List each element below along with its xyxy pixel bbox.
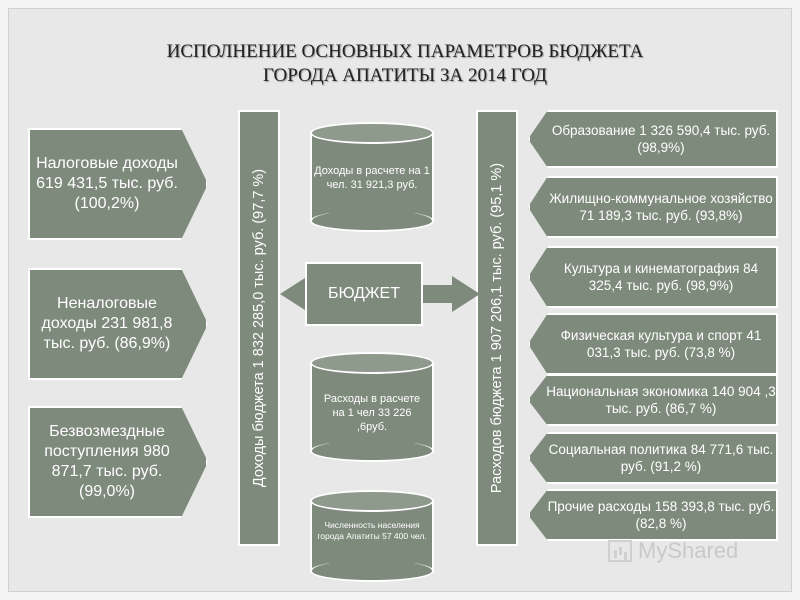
income-grants-text: Безвозмездные поступления 980 871,7 тыс.…	[44, 423, 170, 500]
expense-box-culture: Культура и кинематография 84 325,4 тыс. …	[528, 246, 778, 308]
income-nontax-text: Неналоговые доходы 231 981,8 тыс. руб. (…	[41, 295, 173, 352]
expense-total-bar: Расходов бюджета 1 907 206,1 тыс. руб. (…	[476, 110, 518, 546]
expense-other-text: Прочие расходы 158 393,8 тыс. руб. (82,8…	[547, 499, 775, 531]
expense-economy-text: Национальная экономика 140 904 ,3 тыс. р…	[546, 384, 776, 416]
expense-box-social: Социальная политика 84 771,6 тыс. руб. (…	[528, 432, 778, 484]
expense-box-other: Прочие расходы 158 393,8 тыс. руб. (82,8…	[528, 489, 778, 541]
title-line-2: ГОРОДА АПАТИТЫ ЗА 2014 ГОД	[263, 65, 547, 86]
watermark: MyShared	[608, 538, 738, 564]
expense-sport-text: Физическая культура и спорт 41 031,3 тыс…	[560, 328, 762, 360]
income-box-grants: Безвозмездные поступления 980 871,7 тыс.…	[28, 406, 208, 518]
expense-housing-text: Жилищно-коммунальное хозяйство 71 189,3 …	[549, 191, 773, 223]
expense-box-economy: Национальная экономика 140 904 ,3 тыс. р…	[528, 374, 778, 426]
cylinder-population: Численность населения города Апатиты 57 …	[310, 490, 434, 582]
income-total-bar: Доходы бюджета 1 832 285,0 тыс. руб. (97…	[238, 110, 280, 546]
expense-total-text: Расходов бюджета 1 907 206,1 тыс. руб. (…	[489, 162, 505, 494]
title-line-1: ИСПОЛНЕНИЕ ОСНОВНЫХ ПАРАМЕТРОВ БЮДЖЕТА	[166, 41, 644, 62]
cylinder-expense-text: Расходы в расчете на 1 чел 33 226 ,6руб.	[323, 393, 421, 433]
cylinder-income-text: Доходы в расчете на 1 чел. 31 921,3 руб.	[314, 165, 430, 191]
cylinder-expense-per-capita: Расходы в расчете на 1 чел 33 226 ,6руб.	[310, 352, 434, 462]
budget-box: БЮДЖЕТ	[305, 262, 423, 326]
expense-culture-text: Культура и кинематография 84 325,4 тыс. …	[563, 261, 759, 293]
income-tax-text: Налоговые доходы 619 431,5 тыс. руб. (10…	[36, 155, 178, 212]
expense-box-sport: Физическая культура и спорт 41 031,3 тыс…	[528, 313, 778, 375]
income-box-nontax: Неналоговые доходы 231 981,8 тыс. руб. (…	[28, 268, 208, 380]
expense-box-education: Образование 1 326 590,4 тыс. руб. (98,9%…	[528, 110, 778, 168]
bar-chart-icon	[608, 540, 632, 562]
cylinder-income-per-capita: Доходы в расчете на 1 чел. 31 921,3 руб.	[310, 122, 434, 232]
page-title: ИСПОЛНЕНИЕ ОСНОВНЫХ ПАРАМЕТРОВ БЮДЖЕТА Г…	[110, 40, 700, 88]
watermark-text: MyShared	[638, 538, 739, 563]
cylinder-population-text: Численность населения города Апатиты 57 …	[317, 520, 427, 541]
expense-social-text: Социальная политика 84 771,6 тыс. руб. (…	[548, 442, 774, 474]
expense-box-housing: Жилищно-коммунальное хозяйство 71 189,3 …	[528, 176, 778, 238]
income-total-text: Доходы бюджета 1 832 285,0 тыс. руб. (97…	[251, 168, 267, 488]
expense-education-text: Образование 1 326 590,4 тыс. руб. (98,9%…	[551, 123, 771, 155]
budget-label: БЮДЖЕТ	[327, 285, 400, 302]
income-box-tax: Налоговые доходы 619 431,5 тыс. руб. (10…	[28, 128, 208, 240]
